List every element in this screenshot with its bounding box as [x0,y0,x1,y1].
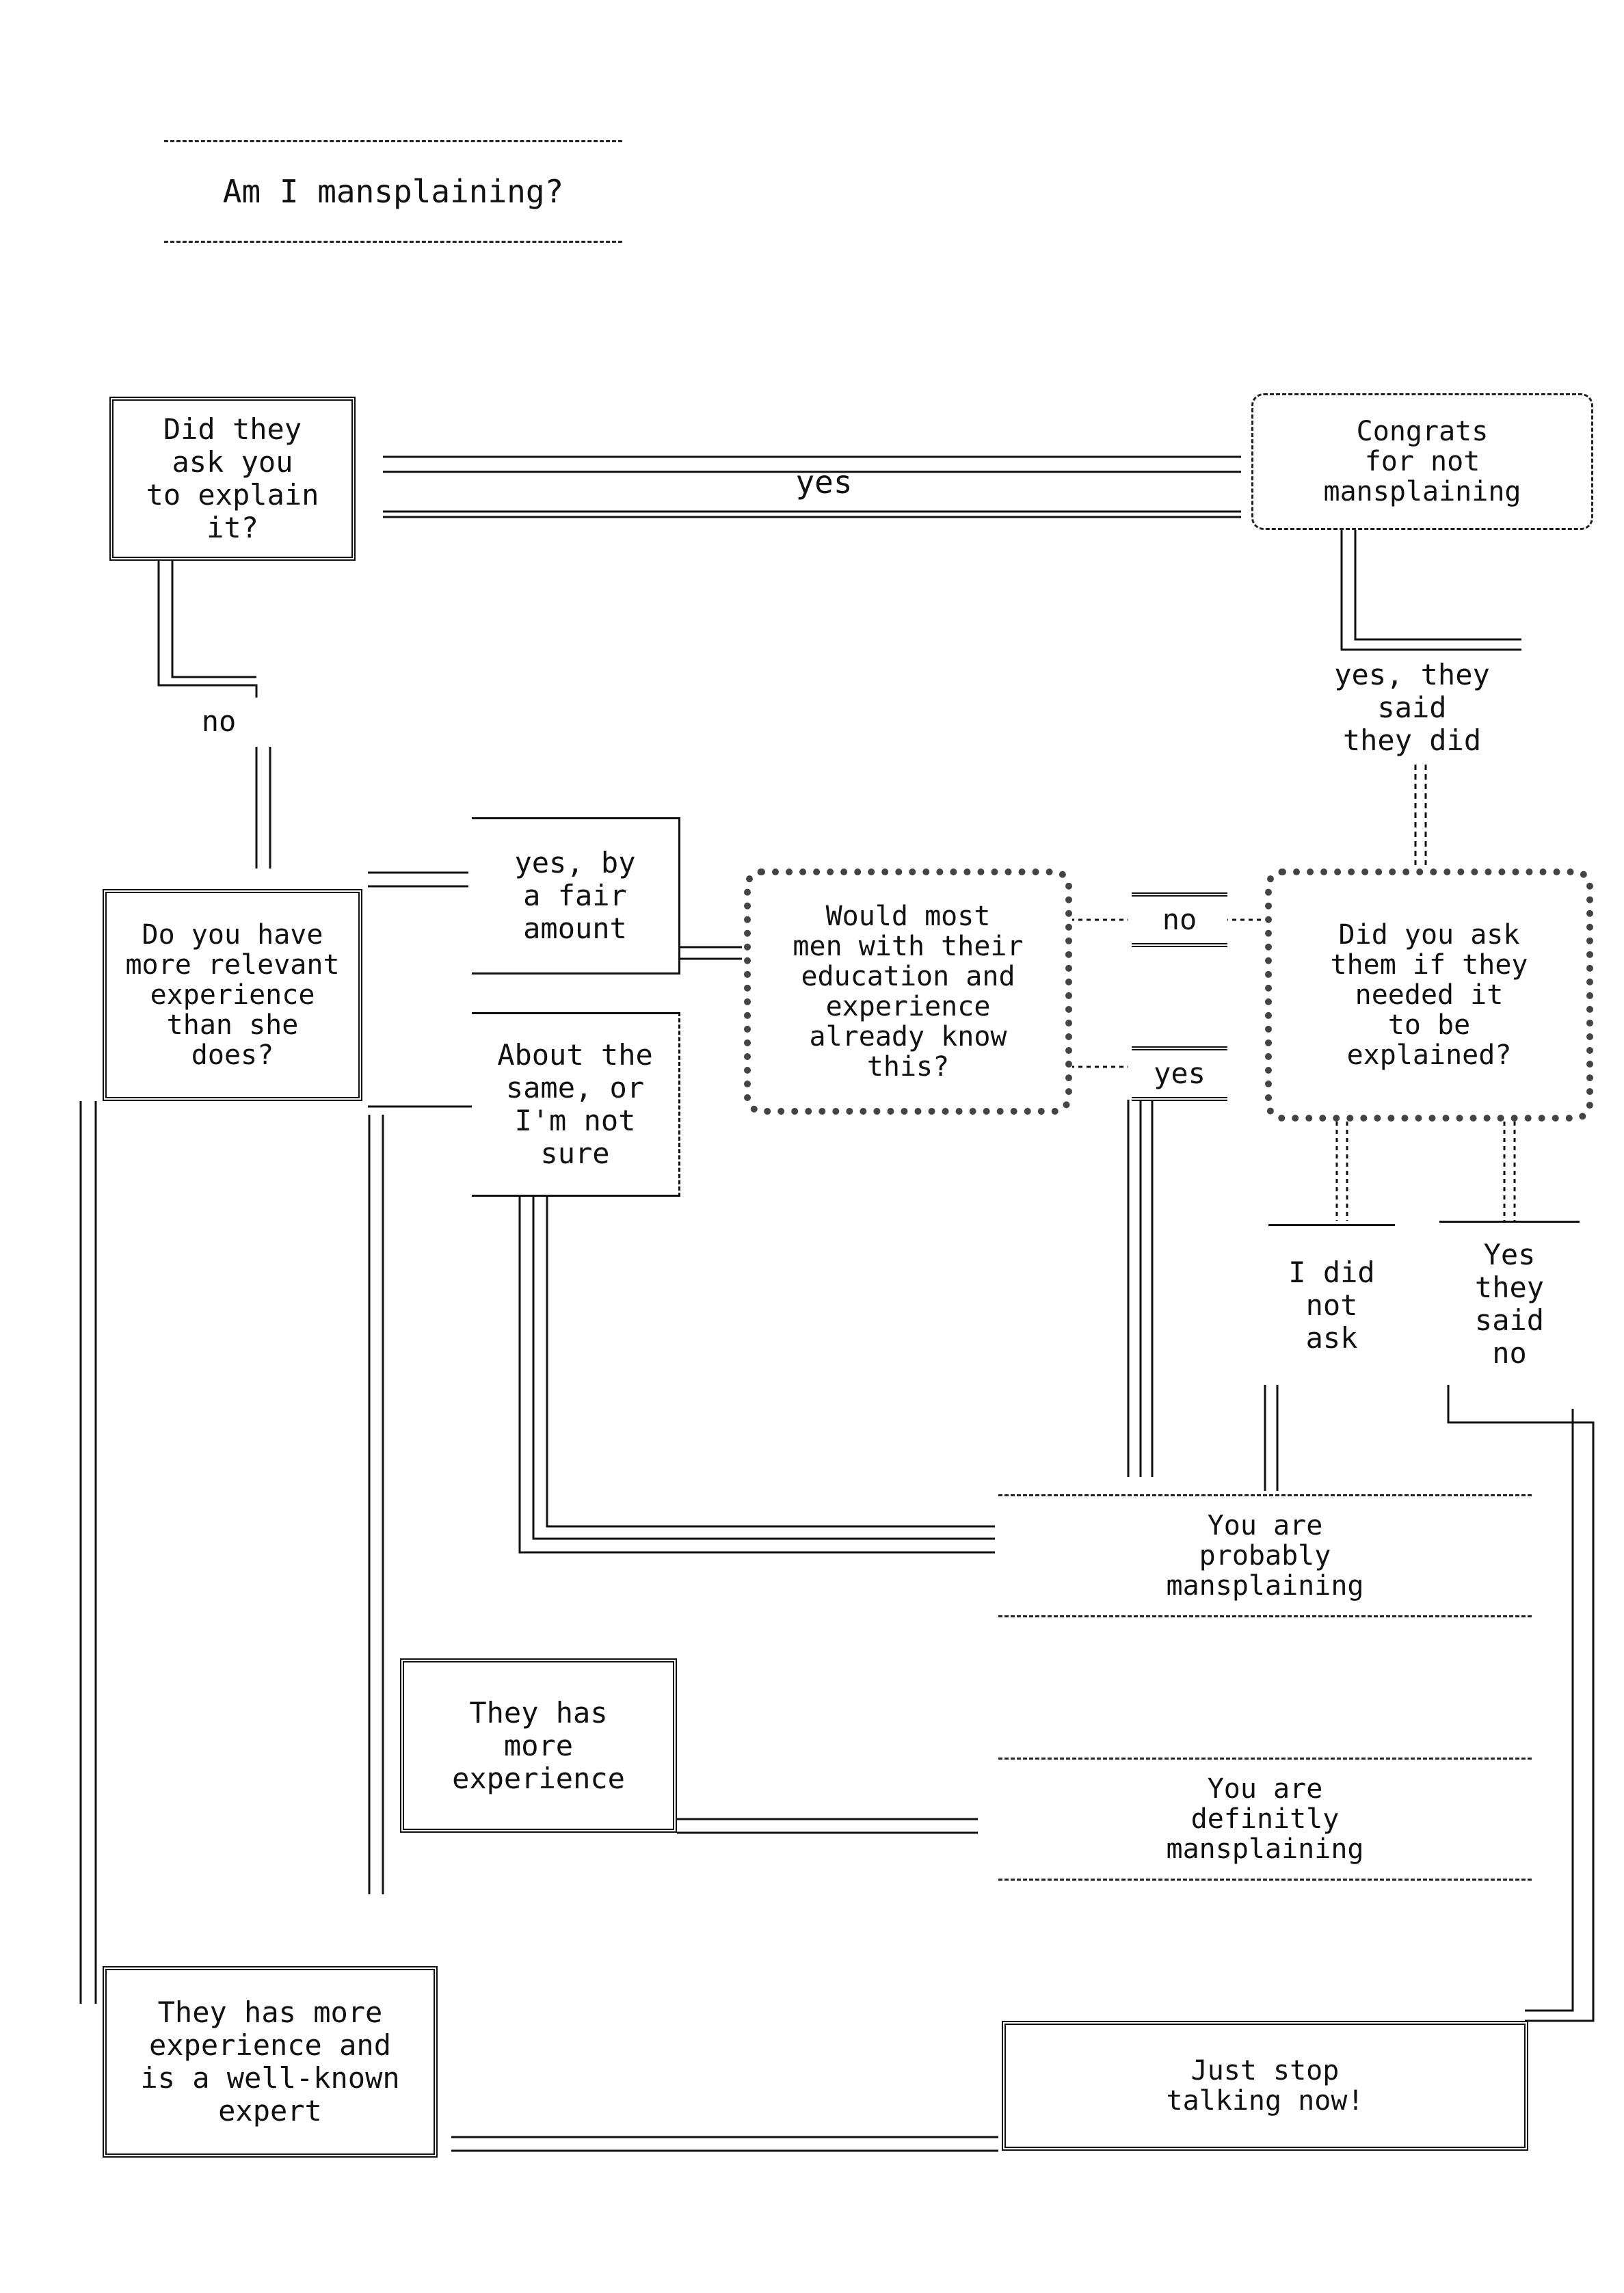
answer-said-no-text: Yes they said no [1474,1237,1545,1370]
answer-yes-mid: yes [1132,1046,1227,1101]
answer-said-no: Yes they said no [1439,1221,1580,1385]
answer-yes-they-said-text: yes, they said they did [1334,658,1490,757]
answer-about-same: About the same, or I'm not sure [472,1012,680,1197]
answer-yes-they-said: yes, they said they did [1296,657,1528,759]
congrats-node: Congrats for not mansplaining [1251,393,1593,530]
connector-congrats-yes-said [1340,527,1521,651]
stop-talking-node: Just stop talking now! [1002,2021,1528,2151]
they-more-experience-node: They has more experience [400,1658,677,1833]
answer-no-mid: no [1132,892,1227,947]
definitely-node: You are definitly mansplaining [998,1758,1532,1881]
did-they-ask-node: Did they ask you to explain it? [109,397,356,561]
answer-no-mid-text: no [1162,903,1197,936]
probably-node: You are probably mansplaining [998,1494,1532,1617]
connector-did-ask-yes [383,455,1241,518]
did-they-ask-text: Did they ask you to explain it? [146,412,319,544]
most-men-text: Would most men with their education and … [793,901,1024,1083]
most-men-node: Would most men with their education and … [744,869,1072,1115]
answer-did-not-ask: I did not ask [1268,1224,1395,1385]
answer-about-same-text: About the same, or I'm not sure [497,1038,653,1170]
connector-yes-said-ask-needed [1414,765,1427,865]
answer-yes-fair: yes, by a fair amount [472,817,680,975]
answer-no-left-text: no [201,704,237,738]
did-you-ask-needed-node: Did you ask them if they needed it to be… [1265,869,1593,1122]
they-more-experience-text: They has more experience [452,1695,625,1795]
connector-relevant-yes-fair [368,871,468,888]
answer-did-not-ask-text: I did not ask [1288,1256,1375,1355]
probably-text: You are probably mansplaining [1166,1510,1364,1602]
title-node: Am I mansplaining? [164,140,622,243]
connector-did-not-ask-probably [1264,1385,1279,1491]
definitely-text: You are definitly mansplaining [1166,1773,1364,1865]
connector-about-same-probably [518,1197,995,1554]
connector-yes-fair-most-men [680,946,742,960]
connector-expert-stop [451,2136,998,2152]
relevant-experience-node: Do you have more relevant experience tha… [103,889,362,1101]
answer-yes-top-text: yes [795,464,853,501]
connector-said-no-stop [1447,1385,1595,2022]
connector-did-ask-no [157,561,258,698]
title-text: Am I mansplaining? [222,173,564,210]
answer-yes-top: yes [762,462,886,503]
congrats-text: Congrats for not mansplaining [1323,416,1521,507]
connector-no-relevant [255,747,271,869]
stop-talking-text: Just stop talking now! [1166,2055,1364,2117]
answer-no-left: no [174,701,263,742]
they-expert-node: They has more experience and is a well-k… [103,1966,438,2158]
connector-yes-probably [1127,1100,1154,1477]
they-expert-text: They has more experience and is a well-k… [140,1996,400,2128]
connector-ask-needed-did-not-ask [1335,1122,1348,1221]
connector-relevant-they-more [79,1101,97,2004]
relevant-experience-text: Do you have more relevant experience tha… [125,919,340,1071]
connector-more-exp-definitely [677,1818,978,1834]
answer-yes-mid-text: yes [1154,1057,1206,1090]
connector-ask-needed-said-no [1503,1122,1516,1221]
did-you-ask-needed-text: Did you ask them if they needed it to be… [1330,919,1528,1071]
connector-relevant-right [368,1115,384,1894]
answer-yes-fair-text: yes, by a fair amount [514,846,636,945]
